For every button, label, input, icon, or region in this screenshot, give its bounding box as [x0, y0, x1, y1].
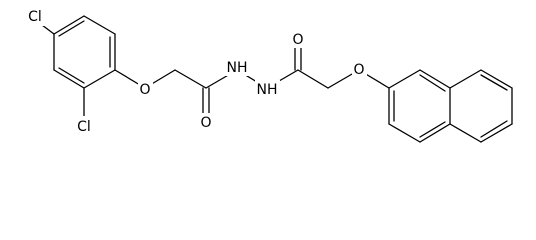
naphthalene-ring: [388, 69, 513, 143]
atom-o-ether-left: O: [138, 80, 153, 98]
svg-text:O: O: [353, 62, 364, 78]
atom-o-carbonyl-right: O: [291, 30, 306, 48]
svg-text:NH: NH: [257, 82, 278, 98]
atom-o-carbonyl-left: O: [199, 113, 214, 131]
atom-cl-top: Cl: [24, 6, 46, 26]
svg-text:Cl: Cl: [28, 9, 42, 25]
molecule-structure-diagram: Cl Cl O O NH NH O O: [24, 6, 513, 143]
svg-text:O: O: [200, 115, 211, 131]
atom-nh-left: NH: [225, 58, 250, 76]
svg-text:O: O: [292, 32, 303, 48]
atom-nh-right: NH: [255, 80, 280, 98]
dichlorophenyl-ring: [53, 15, 116, 89]
svg-text:NH: NH: [227, 60, 248, 76]
svg-text:O: O: [139, 82, 150, 98]
svg-text:Cl: Cl: [77, 119, 91, 135]
atom-o-ether-right: O: [352, 60, 367, 78]
atom-cl-bottom: Cl: [72, 116, 96, 136]
